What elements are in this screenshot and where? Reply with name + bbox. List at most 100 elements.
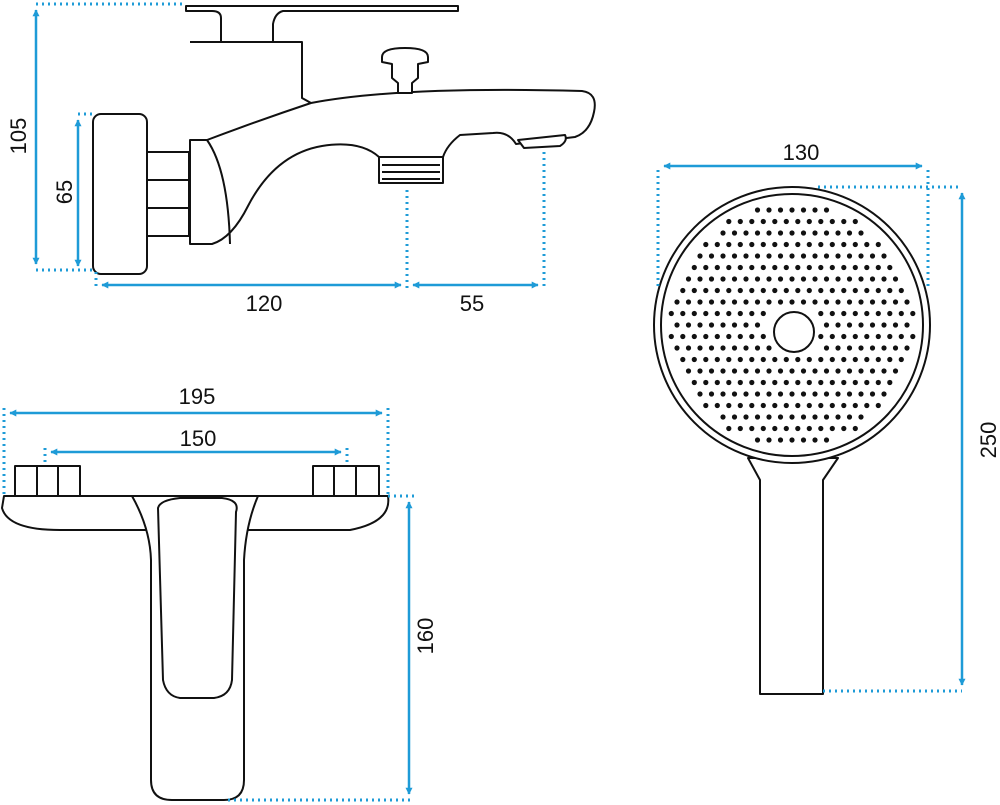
- nozzle-dot: [703, 402, 709, 409]
- nozzle-dot: [766, 368, 772, 374]
- nozzle-dot: [812, 253, 818, 259]
- wall-flange: [92, 113, 148, 275]
- nozzle-dot: [864, 379, 870, 386]
- nozzle-dot: [875, 264, 881, 271]
- right-nut: [312, 465, 380, 497]
- nozzle-dot: [714, 333, 720, 340]
- nozzle-dot: [685, 368, 692, 374]
- nozzle-dot: [697, 322, 703, 328]
- nozzle-dot: [743, 230, 749, 236]
- nozzle-dot: [754, 391, 761, 397]
- nozzle-dot: [777, 230, 784, 236]
- nozzle-dot: [754, 207, 761, 213]
- nozzle-dot: [875, 310, 881, 317]
- nozzle-dot: [818, 333, 824, 340]
- nozzle-dot: [697, 368, 703, 374]
- nozzle-dot: [829, 379, 835, 386]
- nozzle-dot: [800, 276, 807, 282]
- nozzle-dot: [772, 241, 778, 248]
- nozzle-dot: [680, 287, 686, 294]
- nozzle-dot: [852, 310, 858, 317]
- nozzle-dot: [800, 299, 807, 305]
- nozzle-dot: [806, 287, 812, 294]
- nozzle-dot: [680, 333, 686, 340]
- nozzle-dot: [823, 299, 830, 305]
- nozzle-dot: [910, 333, 916, 340]
- nozzle-dot: [754, 437, 761, 443]
- nozzle-dot: [823, 207, 830, 213]
- shower-head-rim: [660, 193, 924, 457]
- nozzle-dot: [783, 241, 789, 248]
- nozzle-dot: [812, 437, 818, 443]
- nozzle-dot: [772, 379, 778, 386]
- nozzle-dot: [795, 379, 801, 386]
- side-view-dimensions: 105 65 120 55: [6, 2, 546, 316]
- nozzle-dot: [818, 356, 824, 363]
- nozzle-dot: [766, 207, 772, 213]
- nozzle-dot: [869, 322, 876, 328]
- nozzle-dot: [772, 356, 778, 363]
- nozzle-dot: [846, 345, 853, 351]
- nozzle-dot: [875, 333, 881, 340]
- nozzle-dot: [766, 299, 772, 305]
- nozzle-dot: [720, 253, 726, 259]
- dim-label-250: 250: [976, 422, 1000, 459]
- nozzle-dot: [852, 264, 858, 271]
- nozzle-dot: [852, 218, 858, 225]
- nozzle-dot: [737, 402, 743, 409]
- nozzle-dot: [777, 253, 784, 259]
- nozzle-dot: [823, 253, 830, 259]
- nozzle-dot: [708, 391, 715, 397]
- nozzle-dot: [726, 287, 732, 294]
- nozzle-dot: [818, 218, 824, 225]
- nozzle-dot: [795, 241, 801, 248]
- center-button: [773, 311, 815, 353]
- nozzle-dot: [708, 368, 715, 374]
- nozzle-dot: [708, 345, 715, 351]
- nozzle-dot: [789, 253, 795, 259]
- nozzle-dot: [858, 345, 864, 351]
- nozzle-dot: [783, 379, 789, 386]
- nozzle-dot: [726, 264, 732, 271]
- nozzle-dot: [887, 356, 893, 363]
- nozzle-dot: [910, 310, 916, 317]
- nozzle-dot: [898, 287, 904, 294]
- nozzle-dot: [772, 264, 778, 271]
- nozzle-dot: [881, 391, 887, 397]
- nozzle-dot: [887, 333, 893, 340]
- nozzle-dot: [904, 322, 910, 328]
- nozzle-dot: [846, 276, 853, 282]
- nozzle-dot: [800, 230, 807, 236]
- nozzle-dot: [737, 356, 743, 363]
- nozzle-dot: [697, 345, 703, 351]
- nozzle-dot: [720, 230, 726, 236]
- nozzle-dot: [795, 425, 801, 432]
- nozzle-dot: [726, 333, 732, 340]
- nozzle-dot: [800, 414, 807, 420]
- nozzle-dot: [841, 379, 847, 386]
- nozzle-dot: [823, 414, 830, 420]
- nozzle-dot: [887, 264, 893, 271]
- handle-top: [157, 497, 238, 699]
- nozzle-dot: [737, 425, 743, 432]
- nozzle-dot: [835, 414, 841, 420]
- nozzle-dot: [858, 276, 864, 282]
- nozzle-dot: [754, 276, 761, 282]
- nozzle-dot: [823, 368, 830, 374]
- nozzle-dot: [904, 299, 910, 305]
- nozzle-dot: [823, 230, 830, 236]
- nozzle-dot: [754, 253, 761, 259]
- nozzle-dot: [731, 368, 738, 374]
- nozzle-dot: [720, 391, 726, 397]
- nozzle-dot: [731, 253, 738, 259]
- nozzle-dot: [731, 414, 738, 420]
- nozzle-dot: [806, 356, 812, 363]
- nozzle-dot: [674, 299, 680, 305]
- nozzle-dot: [691, 356, 697, 363]
- nozzle-dot: [766, 230, 772, 236]
- nozzle-dot: [674, 345, 680, 351]
- nozzle-dot: [754, 414, 761, 420]
- nozzle-dot: [818, 425, 824, 432]
- shower-dimensions: 130 250: [656, 140, 1000, 693]
- nozzle-dot: [812, 414, 818, 420]
